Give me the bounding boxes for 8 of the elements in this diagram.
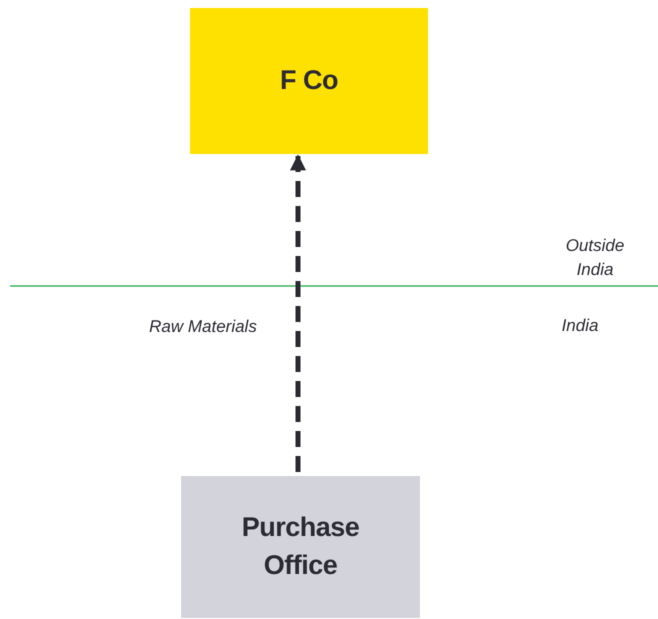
- office-box: [181, 476, 420, 618]
- region-label: Outside India: [564, 235, 626, 281]
- dashed-arrow: [290, 154, 306, 472]
- region-label: India: [560, 315, 600, 337]
- node-label: Purchase Office: [240, 511, 360, 582]
- edge-label: Raw Materials: [148, 316, 258, 338]
- company-box: [190, 8, 428, 154]
- node-label: F Co: [280, 64, 338, 98]
